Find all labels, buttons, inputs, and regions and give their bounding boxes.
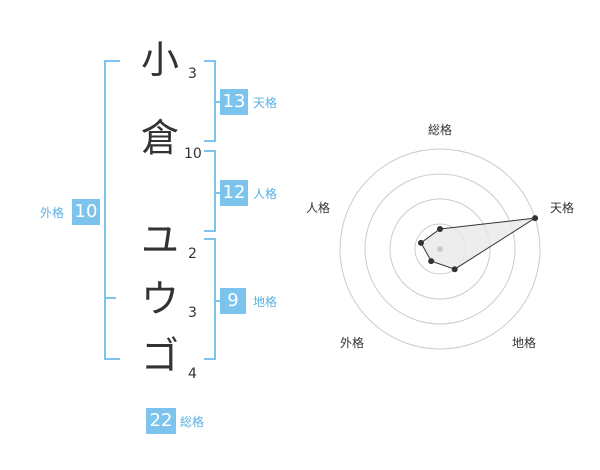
- gaikaku-label: 外格: [40, 206, 65, 220]
- radar-point-1: [532, 215, 539, 222]
- radar-ring-4: [339, 148, 541, 350]
- radar-ring-2: [389, 198, 491, 300]
- stroke-count-2: 10: [184, 146, 202, 162]
- chikaku-connector: [214, 300, 220, 302]
- radar-ring-3: [364, 173, 516, 325]
- radar-point-0: [437, 226, 443, 232]
- chikaku-badge: 9: [220, 288, 246, 314]
- radar-axis-label-tenkaku: 天格: [550, 200, 574, 215]
- tenkaku-badge: 13: [220, 89, 248, 115]
- soukaku-label: 総格: [180, 415, 205, 429]
- name-char-4: ウ: [140, 277, 179, 321]
- name-char-5: ゴ: [140, 334, 179, 378]
- name-char-1: 小: [140, 38, 179, 82]
- stroke-count-4: 3: [188, 305, 197, 321]
- radar-point-4: [417, 239, 424, 246]
- stroke-count-5: 4: [188, 366, 197, 382]
- radar-center-point: [437, 246, 443, 252]
- tenkaku-connector: [214, 101, 220, 103]
- name-char-2: 倉: [140, 116, 179, 160]
- radar-polygon: [420, 217, 536, 270]
- jinkaku-badge: 12: [220, 180, 248, 206]
- jinkaku-label: 人格: [253, 187, 278, 201]
- gaikaku-bracket: [104, 60, 120, 360]
- radar-axis-label-soukaku: 総格: [428, 122, 452, 137]
- tenkaku-label: 天格: [253, 96, 278, 110]
- soukaku-badge: 22: [146, 408, 176, 434]
- radar-axis-label-gaikaku: 外格: [340, 335, 364, 350]
- radar-axis-label-chikaku: 地格: [512, 335, 536, 350]
- radar-point-2: [451, 266, 458, 273]
- chikaku-label: 地格: [253, 295, 278, 309]
- gaikaku-badge: 10: [72, 199, 100, 225]
- jinkaku-connector: [214, 192, 220, 194]
- jinkaku-bracket: [204, 150, 216, 232]
- gaikaku-bracket-mid-tick: [104, 297, 116, 299]
- name-char-3: ユ: [140, 218, 179, 262]
- stroke-count-3: 2: [188, 246, 197, 262]
- chikaku-bracket: [204, 238, 216, 360]
- radar-point-3: [428, 258, 435, 265]
- stroke-count-1: 3: [188, 66, 197, 82]
- radar-axis-label-jinkaku: 人格: [306, 200, 330, 215]
